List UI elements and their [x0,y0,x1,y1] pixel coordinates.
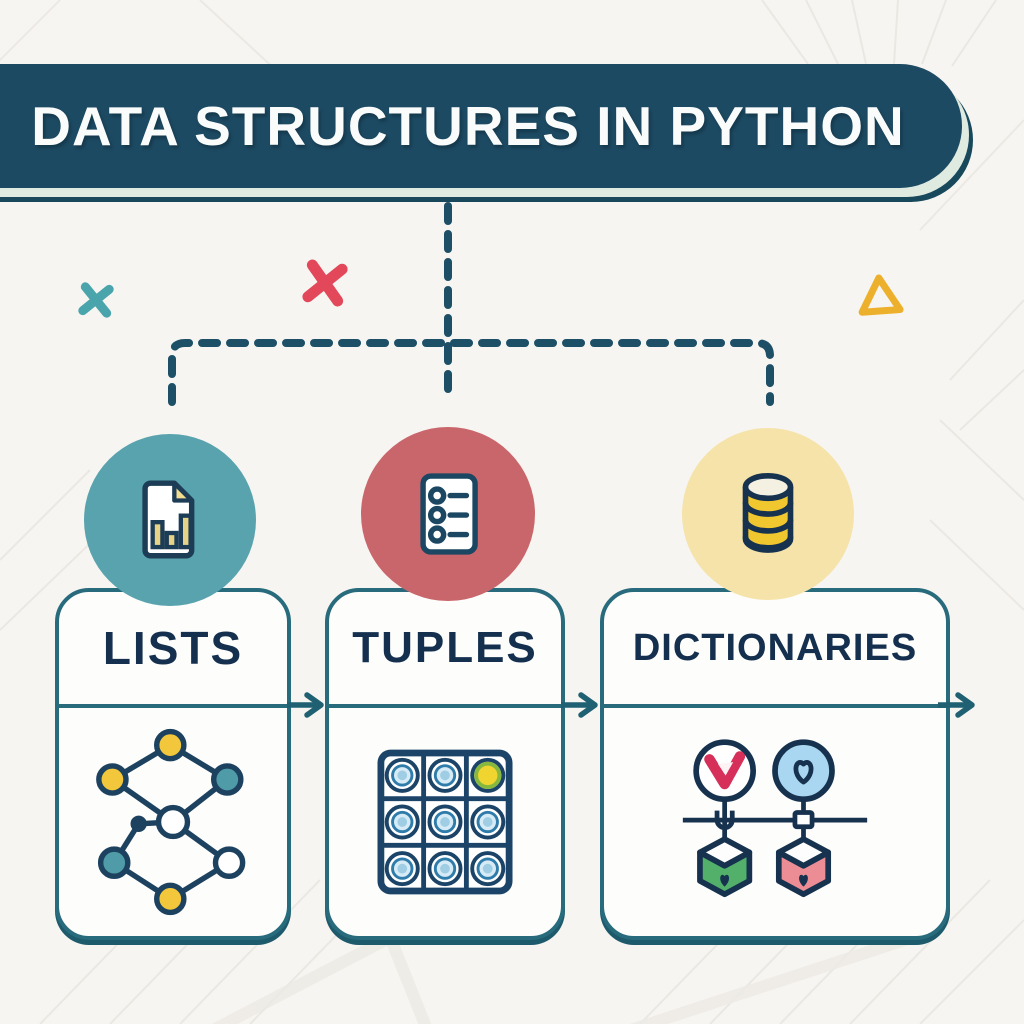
tuples-badge [361,427,535,601]
title-banner: DATA STRUCTURES IN PYTHON [0,64,962,188]
yellow-triangle-icon [858,274,904,316]
card-lists: LISTS [55,588,291,940]
grid-of-tokens-icon [377,749,513,895]
card-dictionaries: DICTIONARIES [600,588,950,940]
card-tuples-title: TUPLES [352,623,538,672]
lists-badge [84,434,256,606]
graph-network-icon [96,728,246,916]
document-bar-chart-icon [142,480,195,559]
card-tuples-header: TUPLES [329,592,561,708]
bulleted-list-icon [420,473,478,555]
teal-x-icon [78,282,114,318]
arrow-lists-to-tuples [287,692,324,718]
key-value-mapping-icon [682,739,868,898]
card-tuples-body [329,708,561,936]
arrow-dictionaries-out [938,692,975,718]
card-dictionaries-title: DICTIONARIES [632,626,918,669]
page-title: DATA STRUCTURES IN PYTHON [31,95,905,157]
database-cylinder-icon [742,472,794,553]
card-lists-header: LISTS [59,592,287,708]
card-dictionaries-body [604,708,946,936]
card-lists-body [59,708,287,936]
card-lists-title: LISTS [102,622,244,674]
dictionaries-badge [682,428,854,600]
card-dictionaries-header: DICTIONARIES [604,592,946,708]
card-tuples: TUPLES [325,588,565,940]
red-x-icon [302,259,348,307]
arrow-tuples-to-dictionaries [561,692,598,718]
